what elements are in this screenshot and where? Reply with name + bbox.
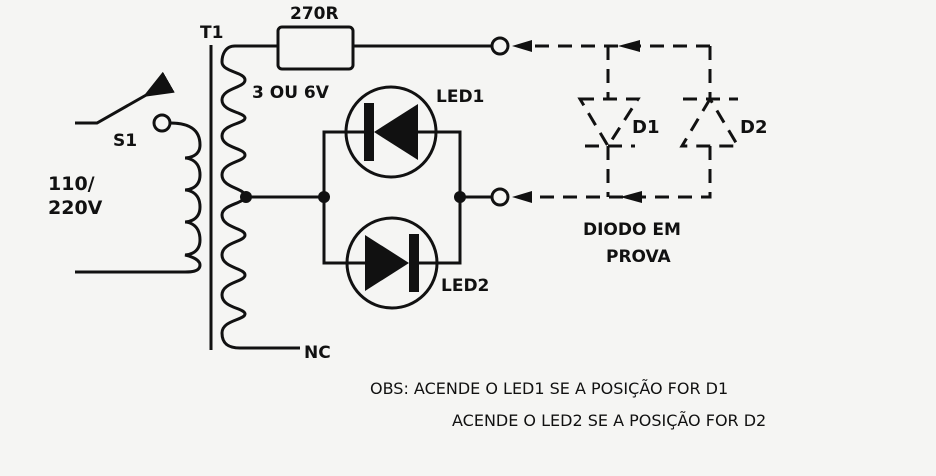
- transformer-label: T1: [200, 23, 223, 43]
- resistor-label: 270R: [290, 4, 339, 24]
- switch-label: S1: [113, 131, 137, 151]
- switch-terminal: [152, 113, 172, 133]
- led1: [344, 85, 438, 179]
- arrow-icon: [512, 40, 532, 52]
- arrow-icon: [620, 191, 642, 203]
- note-line-2: ACENDE O LED2 SE A POSIÇÃO FOR D2: [452, 411, 766, 430]
- switch-s1: [75, 71, 175, 125]
- test-terminal-top: [490, 36, 510, 56]
- arrow-icon: [618, 40, 640, 52]
- resistor-270r: [276, 25, 355, 71]
- primary-winding: [75, 121, 202, 274]
- d1-label: D1: [632, 117, 659, 138]
- dut-label-2: PROVA: [606, 247, 672, 267]
- test-terminal-bottom: [490, 187, 510, 207]
- led2-label: LED2: [441, 276, 489, 296]
- dut-label-1: DIODO EM: [583, 220, 681, 240]
- junction-dot: [240, 191, 252, 203]
- mains-label-2: 220V: [48, 197, 103, 219]
- secondary-voltage-label: 3 OU 6V: [252, 83, 330, 103]
- arrow-icon: [512, 191, 532, 203]
- led1-label: LED1: [436, 87, 484, 107]
- diode-d2-position: [520, 46, 741, 199]
- diode-d1-position: [520, 44, 710, 197]
- mains-label-1: 110/: [48, 173, 95, 195]
- d2-label: D2: [740, 117, 767, 138]
- nc-label: NC: [304, 343, 331, 363]
- led2: [345, 216, 439, 310]
- note-line-1: OBS: ACENDE O LED1 SE A POSIÇÃO FOR D1: [370, 379, 728, 398]
